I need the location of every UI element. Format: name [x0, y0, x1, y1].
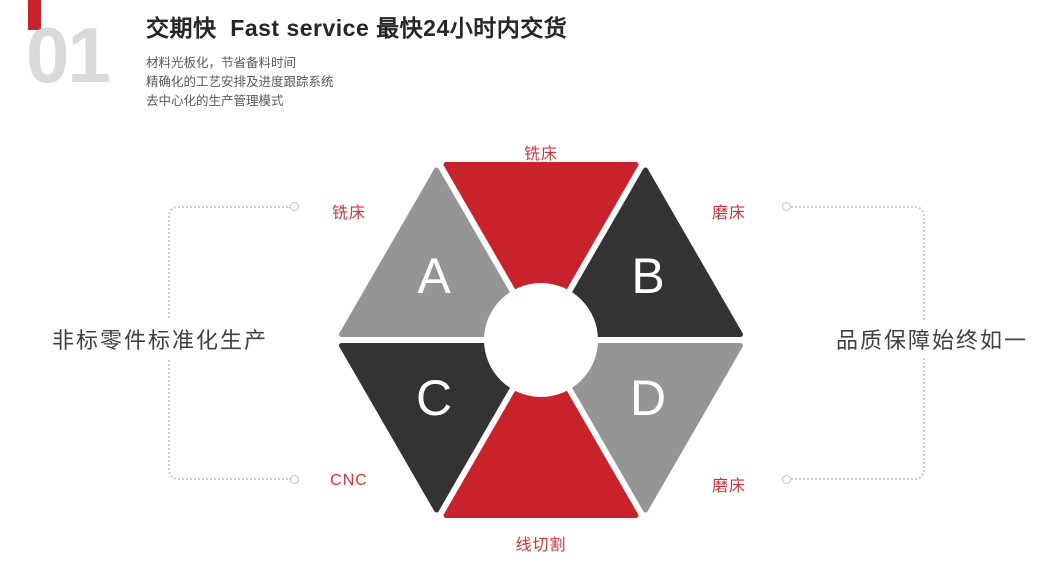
header-block: 交期快 Fast service 最快24小时内交货 材料光板化，节省备料时间 … [146, 14, 567, 111]
segment-upper-left [339, 167, 534, 337]
connector-dot [782, 475, 791, 484]
bullet-line: 精确化的工艺安排及进度跟踪系统 [146, 75, 334, 89]
label-bottom: 线切割 [515, 537, 567, 554]
segment-lower-left [339, 343, 534, 513]
connector-dot [290, 475, 299, 484]
label-lower-right: 磨床 [711, 478, 746, 495]
bullet-line: 材料光板化，节省备料时间 [146, 56, 297, 70]
section-number: 01 [26, 11, 111, 99]
label-upper-right: 磨床 [711, 205, 746, 222]
bullet-list: 材料光板化，节省备料时间 精确化的工艺安排及进度跟踪系统 去中心化的生产管理模式 [146, 54, 567, 111]
label-top: 铣床 [523, 146, 558, 163]
label-lower-left: CNC [330, 472, 368, 489]
segment-bottom [443, 348, 639, 518]
accent-bar [28, 0, 41, 30]
center-circle [484, 283, 598, 397]
segment-upper-right [548, 167, 743, 337]
side-statement-right: 品质保障始终如一 [828, 320, 1037, 358]
bullet-line: 去中心化的生产管理模式 [146, 94, 284, 108]
connector-dot [290, 202, 299, 211]
section-title: 交期快 Fast service 最快24小时内交货 [146, 15, 568, 41]
letter-c: C [416, 370, 452, 426]
hexagon-diagram: A B C D [339, 162, 743, 518]
side-statement-left: 非标零件标准化生产 [44, 320, 277, 358]
letter-a: A [417, 248, 451, 304]
segment-top [443, 162, 639, 332]
connector-dot [782, 202, 791, 211]
letter-d: D [630, 370, 666, 426]
label-upper-left: 铣床 [331, 205, 366, 222]
segment-lower-right [548, 343, 743, 513]
letter-b: B [631, 248, 664, 304]
